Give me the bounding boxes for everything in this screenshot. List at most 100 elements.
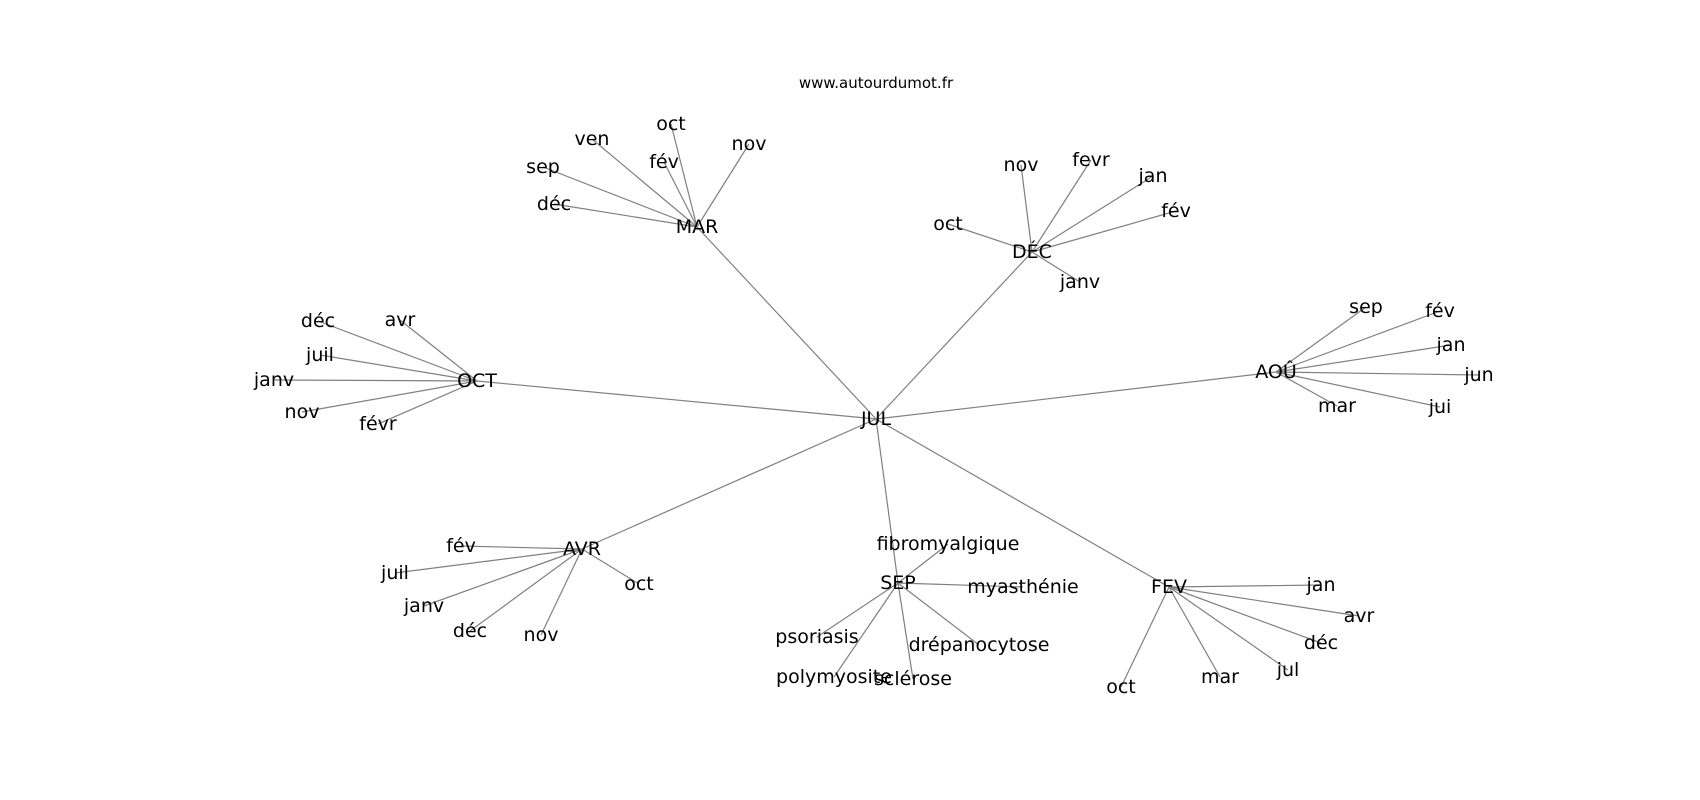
node-leaf-fev-jan: jan [1306, 574, 1336, 596]
edge-jul-sep [875, 418, 899, 584]
edge-dec-jan [1031, 175, 1154, 253]
edge-fev-mar [1168, 586, 1221, 678]
node-leaf-aou-jun: jun [1463, 364, 1493, 386]
node-leaf-sep-myasthenie: myasthénie [967, 576, 1079, 598]
graph-edges [273, 123, 1480, 688]
node-leaf-sep-drepanocytose: drépanocytose [909, 634, 1050, 656]
node-leaf-oct-juil: juil [305, 344, 334, 366]
edge-oct-juil [319, 354, 478, 382]
node-leaf-avr-juil: juil [380, 562, 409, 584]
edge-oct-nov [301, 380, 478, 413]
node-leaf-mar-sep: sep [526, 156, 560, 178]
edge-sep-sclerose [897, 582, 914, 680]
edge-mar-fev [663, 161, 698, 228]
node-leaf-dec-oct: oct [933, 213, 963, 235]
node-leaf-avr-nov: nov [524, 624, 559, 646]
node-leaf-oct-dec: déc [301, 310, 335, 332]
node-leaf-avr-oct: oct [624, 573, 654, 595]
edge-fev-dec [1168, 586, 1322, 644]
node-leaf-fev-mar: mar [1201, 666, 1239, 688]
edge-aou-mar [1275, 371, 1338, 407]
edge-dec-oct [947, 223, 1033, 253]
edge-mar-oct [670, 123, 698, 228]
edge-jul-mar [696, 226, 877, 420]
edge-mar-nov [696, 143, 750, 228]
node-leaf-dec-fevr: fevr [1072, 149, 1110, 171]
edge-fev-oct [1120, 586, 1170, 688]
node-leaf-aou-fev: fév [1425, 300, 1455, 322]
edge-dec-fevr [1031, 159, 1092, 253]
edge-avr-nov [540, 548, 583, 636]
node-leaf-aou-sep: sep [1349, 296, 1383, 318]
node-hub-mar: MAR [676, 216, 719, 238]
node-hub-avr: AVR [563, 538, 601, 560]
edge-oct-dec [317, 320, 478, 382]
node-leaf-mar-dec: déc [537, 193, 571, 215]
edge-avr-oct [581, 548, 640, 585]
edge-jul-dec [875, 251, 1033, 420]
edge-avr-juil [394, 548, 583, 574]
node-leaf-fev-oct: oct [1106, 676, 1136, 698]
edge-jul-fev [875, 418, 1170, 588]
edge-dec-janv [1031, 251, 1081, 283]
edge-aou-jun [1275, 371, 1480, 376]
edge-aou-fev [1275, 310, 1441, 373]
node-leaf-sep-fibromyalgique: fibromyalgique [877, 533, 1020, 555]
edge-mar-dec [553, 203, 698, 228]
node-leaf-mar-oct: oct [656, 113, 686, 135]
node-leaf-sep-psoriasis: psoriasis [775, 626, 858, 648]
edge-oct-fevr [377, 380, 478, 425]
node-leaf-avr-dec: déc [453, 620, 487, 642]
edge-fev-avr [1168, 586, 1360, 617]
node-leaf-oct-nov: nov [285, 401, 320, 423]
site-credit: www.autourdumot.fr [799, 74, 954, 92]
edge-jul-avr [581, 418, 877, 550]
node-leaf-aou-mar: mar [1318, 395, 1356, 417]
node-leaf-oct-fevr: févr [359, 413, 397, 435]
node-leaf-dec-nov: nov [1004, 154, 1039, 176]
edge-jul-aou [875, 371, 1277, 420]
edge-sep-polymyosite [833, 582, 899, 678]
node-leaf-fev-jul: jul [1276, 659, 1300, 681]
node-leaf-avr-fev: fév [446, 535, 476, 557]
node-leaf-sep-polymyosite: polymyosite [776, 666, 892, 688]
node-leaf-mar-nov: nov [732, 133, 767, 155]
node-leaf-dec-jan: jan [1138, 165, 1168, 187]
node-leaf-mar-fev: fév [649, 151, 679, 173]
edge-oct-janv [273, 379, 478, 382]
edge-aou-jan [1275, 344, 1452, 373]
edge-fev-jul [1168, 586, 1289, 671]
edge-mar-ven [591, 138, 698, 228]
node-leaf-fev-dec: déc [1304, 632, 1338, 654]
edge-avr-janv [423, 548, 583, 607]
node-leaf-avr-janv: janv [403, 595, 444, 617]
node-hub-sep: SEP [880, 572, 916, 594]
edge-sep-drepanocytose [897, 582, 980, 646]
node-leaf-dec-fev: fév [1161, 200, 1191, 222]
node-hub-dec: DÉC [1012, 240, 1052, 263]
edge-aou-jui [1275, 371, 1441, 408]
edge-dec-nov [1020, 164, 1033, 253]
node-leaf-oct-janv: janv [253, 369, 294, 391]
edge-mar-sep [542, 166, 698, 228]
node-leaf-sep-sclerose: sclérose [874, 668, 952, 690]
node-hub-oct: OCT [457, 370, 497, 392]
node-leaf-aou-jui: jui [1428, 396, 1452, 418]
edge-avr-dec [469, 548, 583, 632]
edge-sep-myasthenie [897, 582, 1024, 588]
node-hub-fev: FEV [1151, 576, 1187, 598]
node-leaf-oct-avr: avr [385, 309, 416, 331]
node-leaf-fev-avr: avr [1344, 605, 1375, 627]
edge-sep-fibromyalgique [897, 543, 949, 584]
edge-avr-fev [460, 545, 583, 550]
edge-aou-sep [1275, 306, 1367, 373]
node-center-jul: JUL [860, 408, 892, 430]
edge-sep-psoriasis [816, 582, 899, 638]
edge-oct-avr [399, 319, 478, 382]
edge-fev-jan [1168, 584, 1322, 588]
edge-jul-oct [476, 380, 877, 420]
node-leaf-aou-jan: jan [1436, 334, 1466, 356]
edge-dec-fev [1031, 210, 1177, 253]
